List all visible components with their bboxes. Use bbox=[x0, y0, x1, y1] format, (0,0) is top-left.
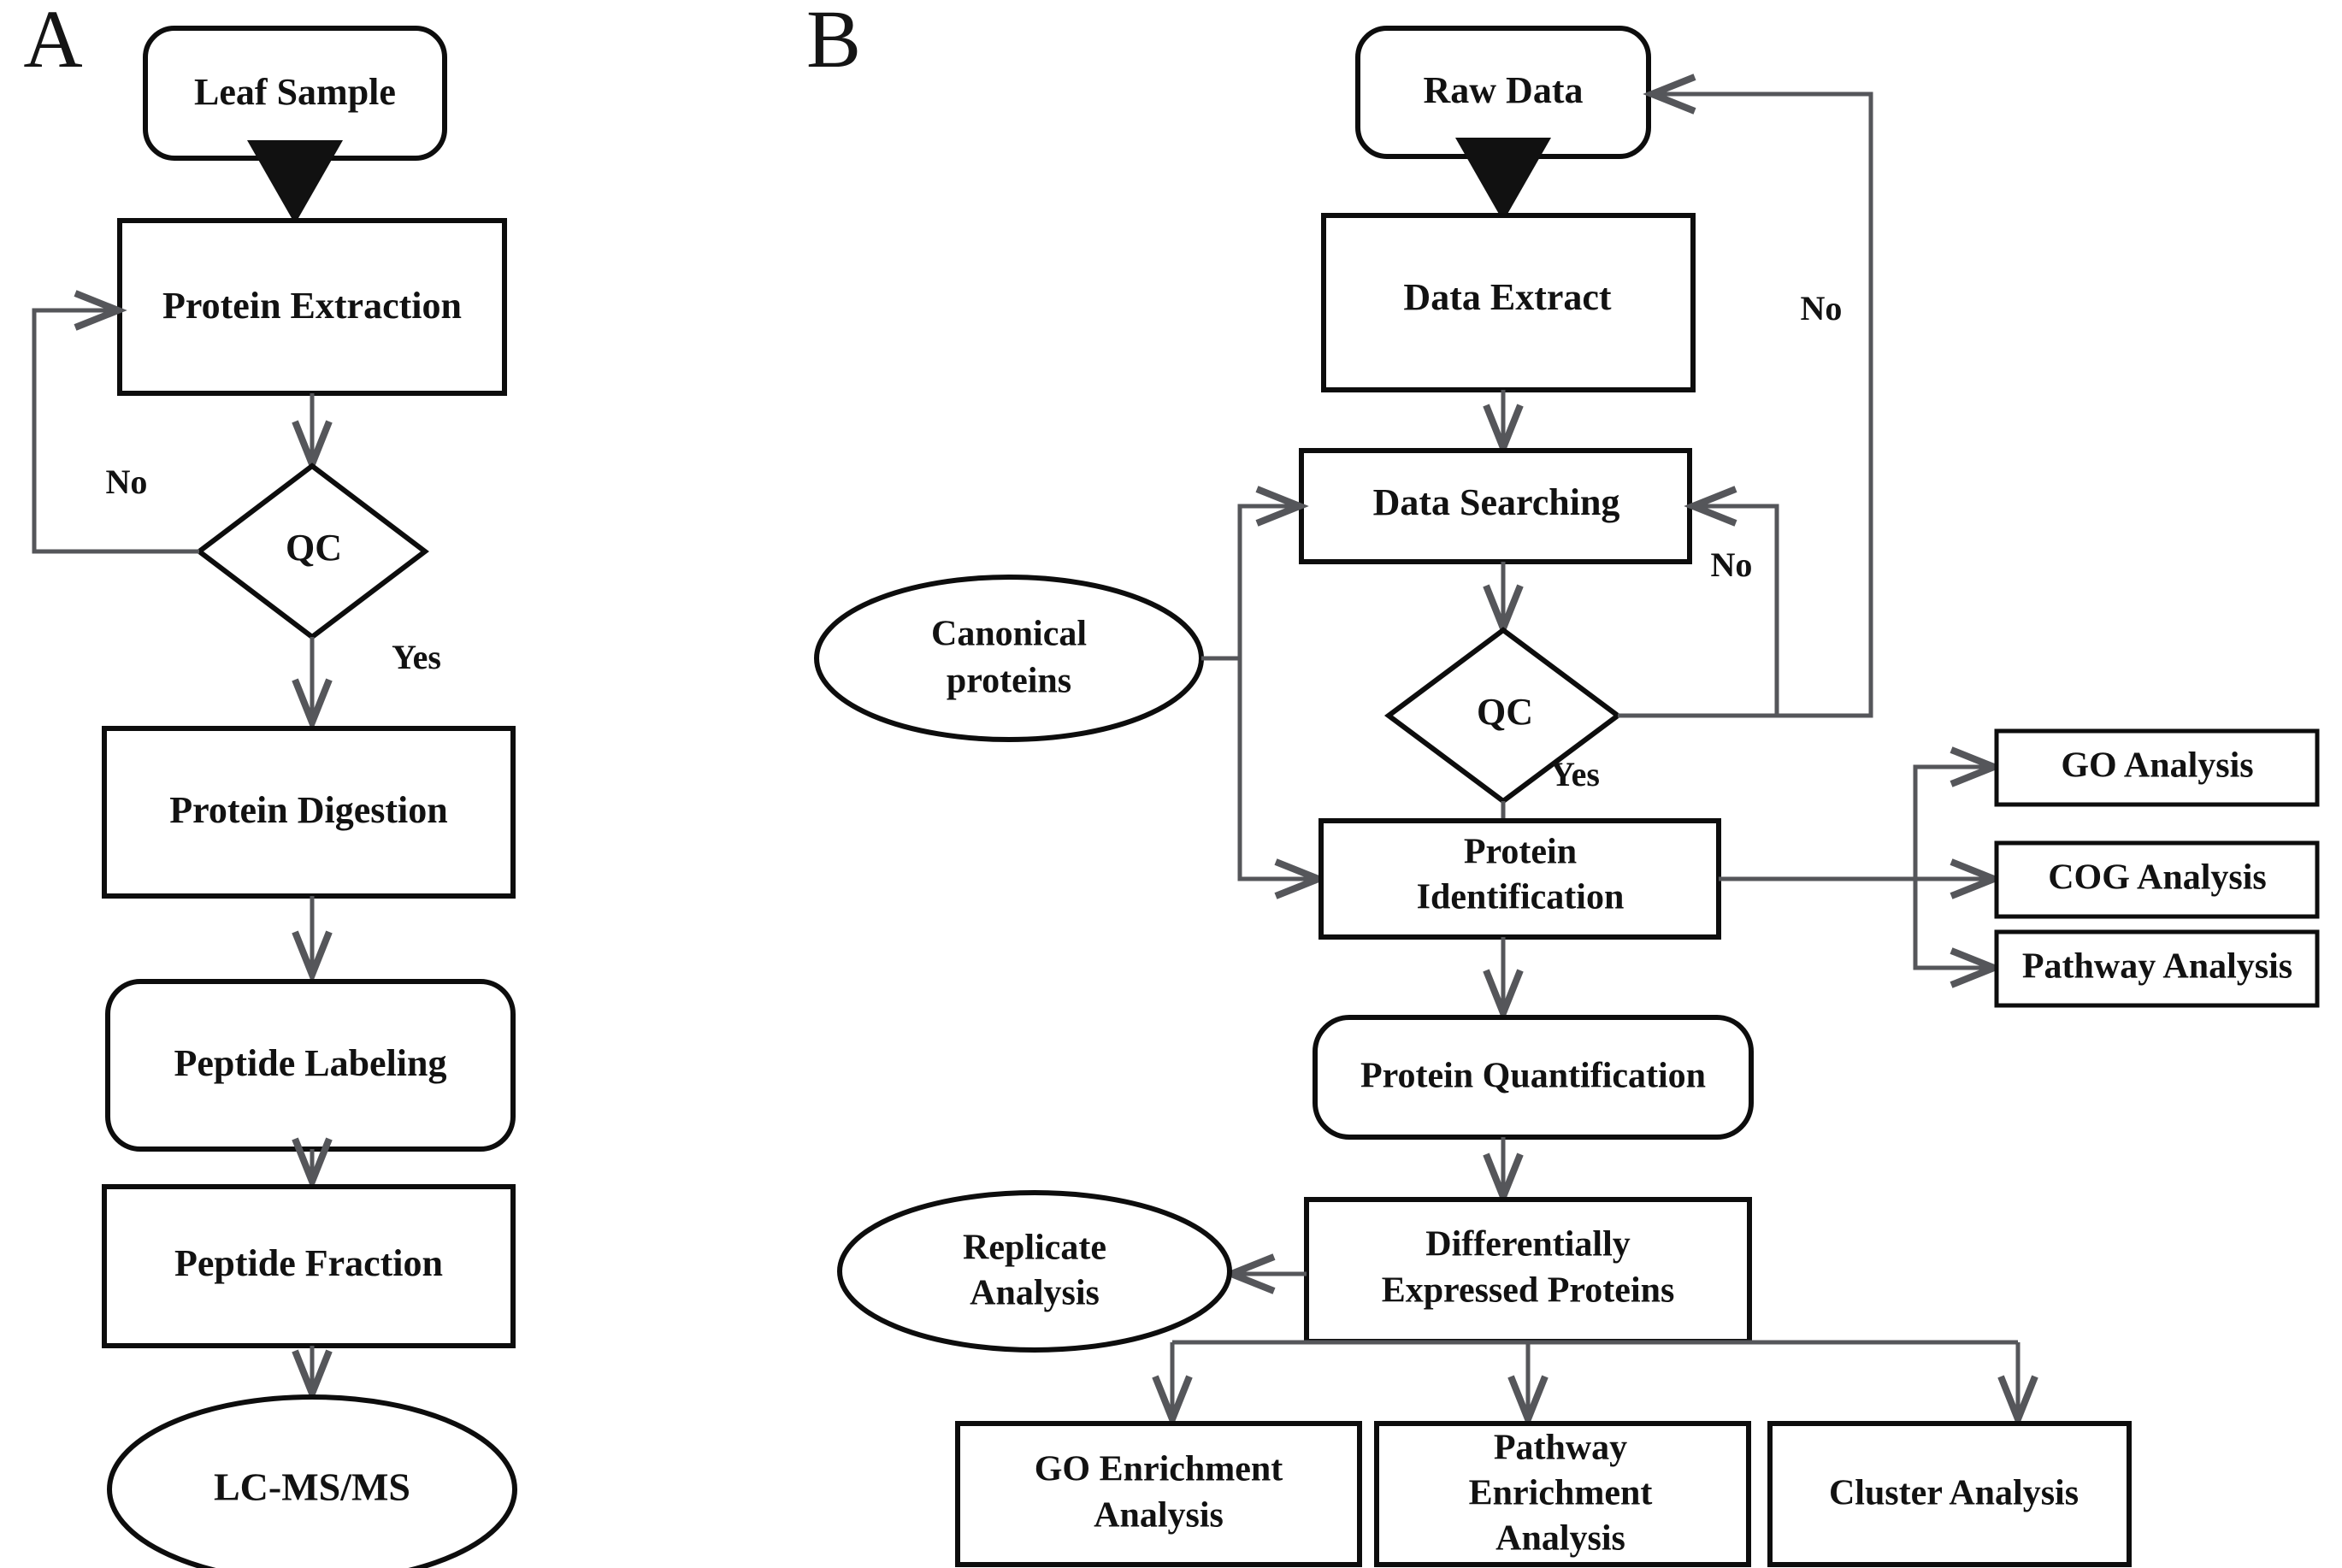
node-qc-b[interactable]: QC bbox=[1383, 627, 1623, 805]
node-pathway-analysis[interactable]: Pathway Analysis bbox=[1994, 929, 2320, 1008]
cluster-analysis-shape bbox=[1767, 1421, 2132, 1567]
go-enrichment-shape bbox=[955, 1421, 1362, 1567]
protein-identification-label-line1: Protein bbox=[1464, 833, 1577, 872]
pathway-enrichment-shape bbox=[1374, 1421, 1751, 1567]
cog-analysis-shape bbox=[1994, 840, 2320, 919]
node-peptide-fraction[interactable]: Peptide Fraction bbox=[102, 1184, 516, 1348]
go-analysis-label: GO Analysis bbox=[2061, 746, 2253, 786]
canonical-proteins-label-line2: proteins bbox=[947, 662, 1071, 701]
dep-label-line2: Expressed Proteins bbox=[1382, 1271, 1675, 1311]
edge-label-qc-b-yes: Yes bbox=[1550, 755, 1600, 793]
protein-extraction-label: Protein Extraction bbox=[162, 285, 462, 327]
peptide-labeling-label: Peptide Labeling bbox=[174, 1042, 446, 1084]
panel-a: A Leaf Sample Protein Extraction QC No Y… bbox=[23, 0, 517, 1568]
node-qc-a[interactable]: QC bbox=[195, 463, 429, 640]
node-protein-extraction[interactable]: Protein Extraction bbox=[117, 218, 507, 396]
pathway-analysis-label: Pathway Analysis bbox=[2022, 947, 2292, 987]
node-peptide-labeling[interactable]: Peptide Labeling bbox=[105, 979, 516, 1152]
edge-qc-b-no-to-rawdata bbox=[1618, 74, 1873, 718]
pathway-enrichment-label-line2: Enrichment bbox=[1469, 1474, 1653, 1513]
node-data-extract[interactable]: Data Extract bbox=[1321, 213, 1696, 392]
protein-quantification-label: Protein Quantification bbox=[1360, 1057, 1706, 1096]
replicate-analysis-label-line1: Replicate bbox=[963, 1229, 1106, 1268]
cluster-analysis-label: Cluster Analysis bbox=[1829, 1474, 2079, 1513]
edge-to-go-analysis bbox=[1913, 746, 2003, 879]
edge-label-qc-b-no-outer: No bbox=[1801, 289, 1843, 327]
qc-b-label: QC bbox=[1477, 691, 1533, 733]
edge-to-pathway-analysis bbox=[1913, 879, 2003, 988]
data-extract-label: Data Extract bbox=[1403, 276, 1611, 318]
node-differentially-expressed-proteins[interactable]: Differentially Expressed Proteins bbox=[1304, 1197, 1752, 1344]
edge-label-qc-b-no-inner: No bbox=[1711, 545, 1753, 584]
go-enrichment-label-line2: Analysis bbox=[1094, 1496, 1224, 1536]
node-go-analysis[interactable]: GO Analysis bbox=[1994, 728, 2320, 807]
protein-digestion-shape bbox=[102, 726, 516, 899]
edge-qc-a-no-loop bbox=[32, 290, 199, 554]
edge-canonical-to-searching bbox=[1201, 486, 1309, 661]
node-replicate-analysis[interactable]: Replicate Analysis bbox=[837, 1190, 1232, 1353]
data-searching-label: Data Searching bbox=[1373, 481, 1620, 523]
node-cluster-analysis[interactable]: Cluster Analysis bbox=[1767, 1421, 2132, 1567]
go-enrichment-label-line1: GO Enrichment bbox=[1035, 1450, 1283, 1489]
pathway-enrichment-label-line1: Pathway bbox=[1494, 1429, 1627, 1468]
panel-b: B Raw Data Data Extract Data Searching Q… bbox=[806, 0, 2320, 1567]
qc-a-label: QC bbox=[286, 527, 342, 569]
panel-b-letter: B bbox=[806, 0, 861, 85]
protein-extraction-shape bbox=[117, 218, 507, 396]
replicate-analysis-label-line2: Analysis bbox=[970, 1274, 1100, 1313]
peptide-fraction-label: Peptide Fraction bbox=[174, 1242, 443, 1284]
cog-analysis-label: COG Analysis bbox=[2048, 858, 2267, 898]
peptide-fraction-shape bbox=[102, 1184, 516, 1348]
node-pathway-enrichment-analysis[interactable]: Pathway Enrichment Analysis bbox=[1374, 1421, 1751, 1567]
edge-canonical-to-identification bbox=[1237, 658, 1328, 899]
protein-identification-label-line2: Identification bbox=[1417, 878, 1625, 917]
data-extract-shape bbox=[1321, 213, 1696, 392]
node-raw-data[interactable]: Raw Data bbox=[1355, 26, 1651, 159]
node-leaf-sample[interactable]: Leaf Sample bbox=[143, 26, 447, 161]
pathway-analysis-shape bbox=[1994, 929, 2320, 1008]
node-lc-ms-ms[interactable]: LC-MS/MS bbox=[107, 1394, 517, 1568]
panel-a-letter: A bbox=[23, 0, 82, 85]
canonical-proteins-label-line1: Canonical bbox=[931, 615, 1087, 654]
data-searching-shape bbox=[1299, 448, 1692, 564]
lc-ms-ms-shape bbox=[107, 1394, 517, 1568]
raw-data-label: Raw Data bbox=[1424, 69, 1584, 111]
replicate-analysis-shape bbox=[837, 1190, 1232, 1353]
edge-label-qc-a-yes: Yes bbox=[392, 638, 441, 676]
protein-digestion-label: Protein Digestion bbox=[169, 789, 448, 831]
protein-quantification-shape bbox=[1313, 1015, 1754, 1140]
node-data-searching[interactable]: Data Searching bbox=[1299, 448, 1692, 564]
node-protein-identification[interactable]: Protein Identification bbox=[1318, 818, 1721, 940]
edge-label-qc-a-no: No bbox=[106, 463, 148, 501]
lc-ms-ms-label: LC-MS/MS bbox=[214, 1465, 410, 1509]
node-go-enrichment-analysis[interactable]: GO Enrichment Analysis bbox=[955, 1421, 1362, 1567]
dep-label-line1: Differentially bbox=[1425, 1225, 1631, 1264]
go-analysis-shape bbox=[1994, 728, 2320, 807]
leaf-sample-label: Leaf Sample bbox=[194, 71, 396, 113]
node-protein-digestion[interactable]: Protein Digestion bbox=[102, 726, 516, 899]
pathway-enrichment-label-line3: Analysis bbox=[1495, 1519, 1625, 1559]
node-protein-quantification[interactable]: Protein Quantification bbox=[1313, 1015, 1754, 1140]
canonical-proteins-shape bbox=[814, 575, 1204, 742]
node-cog-analysis[interactable]: COG Analysis bbox=[1994, 840, 2320, 919]
node-canonical-proteins[interactable]: Canonical proteins bbox=[814, 575, 1204, 742]
